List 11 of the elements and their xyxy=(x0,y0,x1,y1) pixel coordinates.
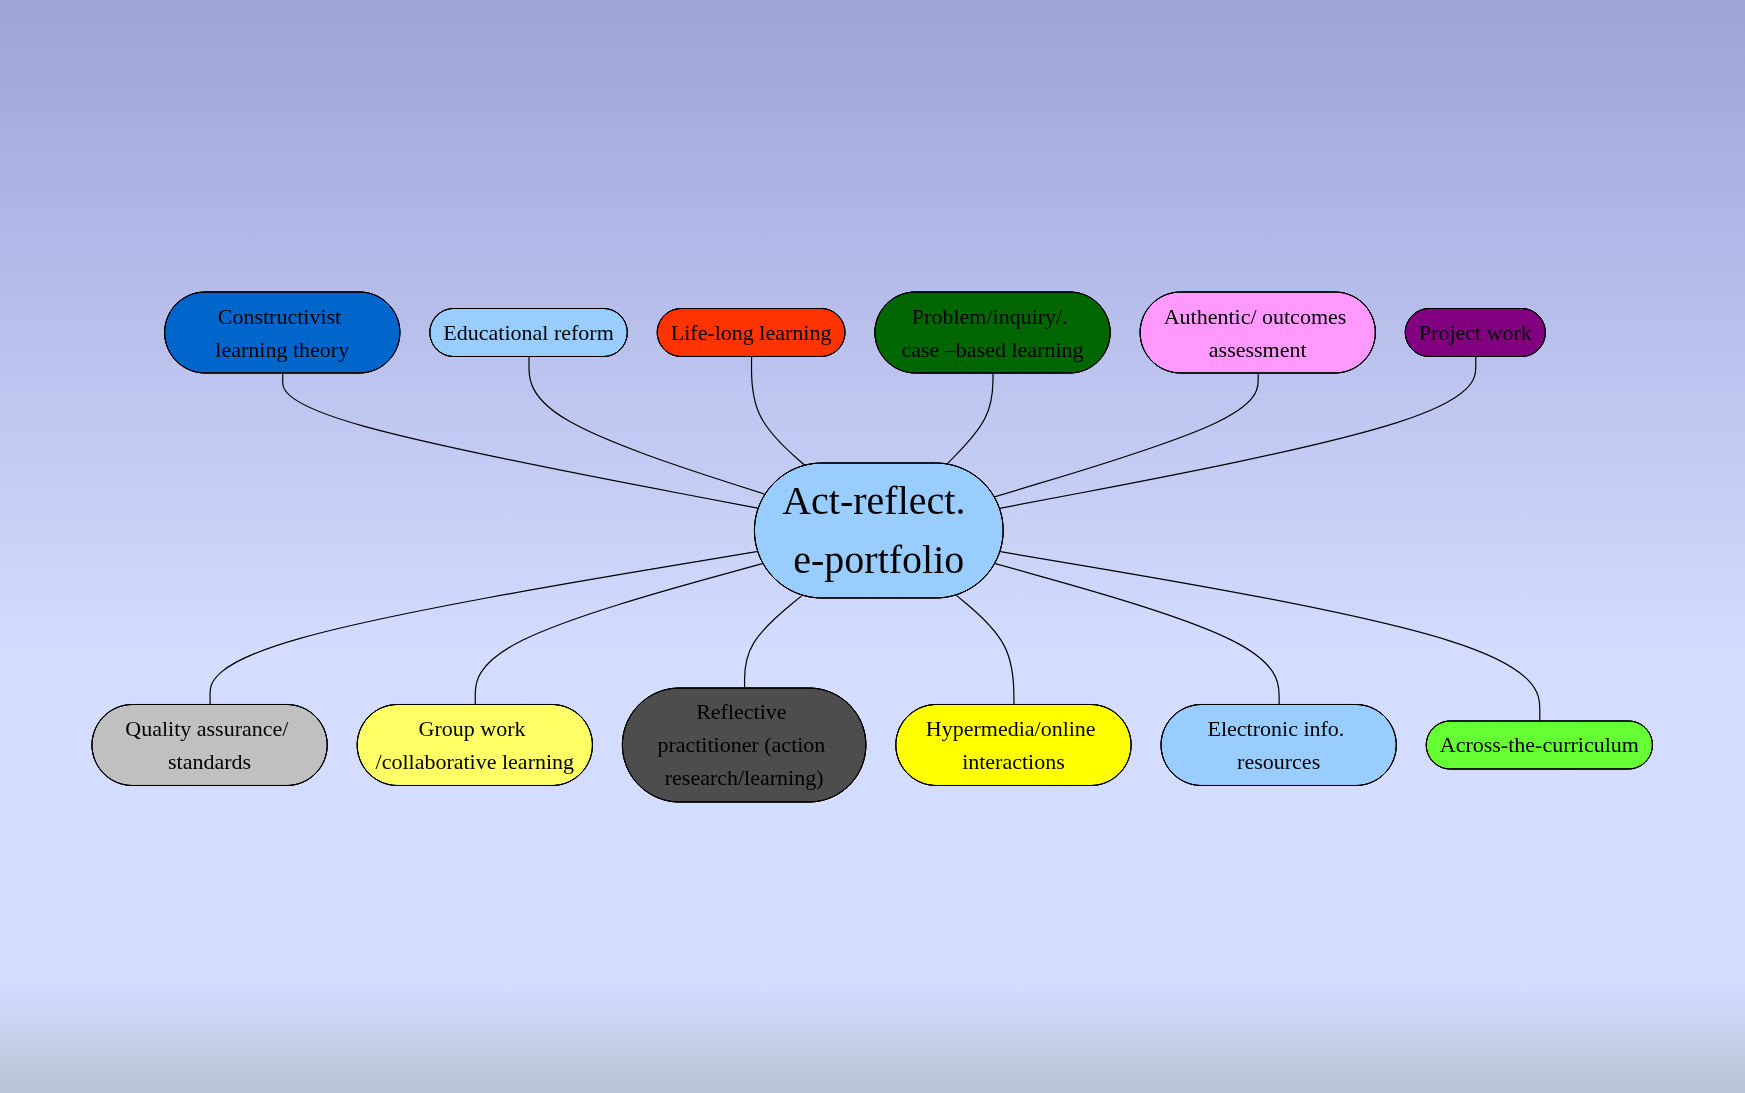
connector xyxy=(999,355,1477,509)
connector xyxy=(946,372,994,465)
connector xyxy=(1000,550,1541,722)
connector xyxy=(994,562,1281,706)
connector xyxy=(744,594,804,689)
connector xyxy=(956,594,1015,706)
connector xyxy=(751,355,807,466)
connector xyxy=(474,562,765,706)
connector xyxy=(994,372,1260,497)
connector xyxy=(282,372,760,509)
connector xyxy=(209,550,759,706)
